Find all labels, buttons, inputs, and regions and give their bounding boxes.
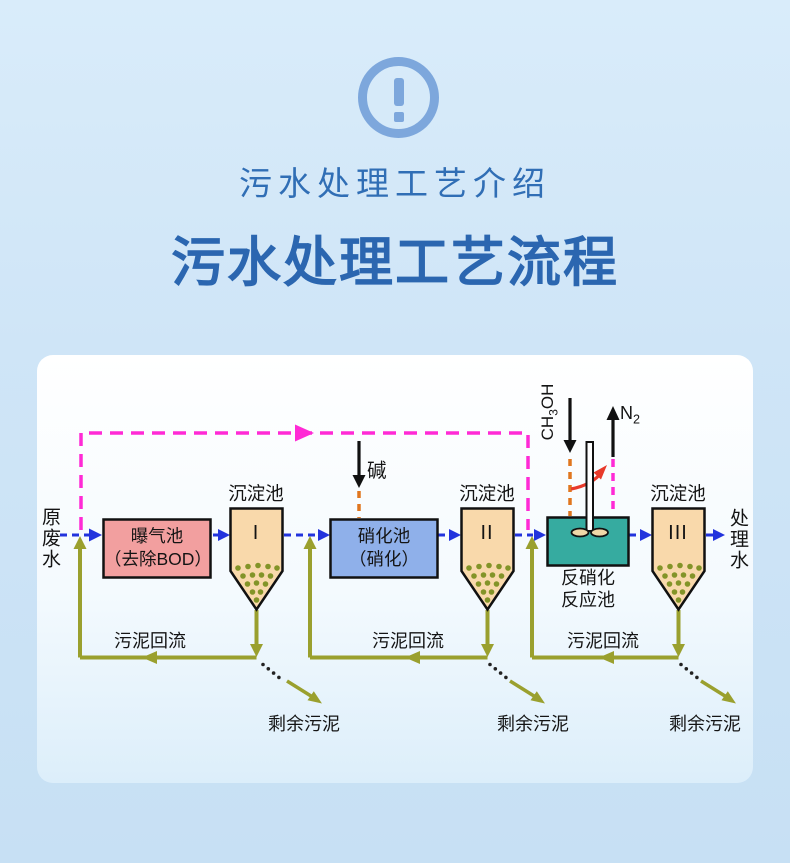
exclamation-circle-icon	[358, 57, 439, 138]
aeration-tank-label: 曝气池 （去除BOD）	[104, 525, 212, 570]
excess-sludge-2-label: 剩余污泥	[497, 714, 569, 734]
methanol-label-sub: 3	[546, 409, 561, 416]
denitrification-tank-label: 反硝化 反应池	[545, 568, 631, 611]
page-subtitle: 污水处理工艺介绍	[239, 165, 551, 202]
clarifier-1-numeral: I	[252, 522, 260, 544]
aeration-tank-label-line1: 曝气池	[130, 526, 184, 546]
denitrification-tank-label-line1: 反硝化	[561, 568, 615, 588]
alkali-label: 碱	[367, 460, 387, 482]
effluent-label: 处理水	[727, 508, 748, 571]
nitrogen-label-pre: N	[620, 403, 633, 423]
sludge-return-3-label: 污泥回流	[567, 631, 639, 651]
methanol-label-pre: CH	[538, 415, 557, 441]
nitrogen-label-sub: 2	[633, 412, 641, 427]
methanol-label: CH3OH	[538, 379, 560, 445]
sludge-return-1-label: 污泥回流	[114, 631, 186, 651]
clarifier-3-numeral: III	[668, 522, 688, 544]
exclamation-dot	[393, 112, 404, 122]
clarifier-2-label: 沉淀池	[459, 483, 515, 504]
aeration-tank-label-line2: （去除BOD）	[104, 548, 212, 569]
clarifier-3-label: 沉淀池	[650, 483, 706, 504]
page-title: 污水处理工艺流程	[171, 233, 619, 293]
clarifier-1-label: 沉淀池	[228, 483, 284, 504]
nitrification-tank-label: 硝化池 （硝化）	[331, 525, 437, 570]
influent-label: 原废水	[39, 507, 60, 570]
exclamation-bar	[393, 78, 404, 106]
excess-sludge-3-label: 剩余污泥	[669, 714, 741, 734]
nitrification-tank-label-line1: 硝化池	[357, 526, 411, 546]
sludge-return-2-label: 污泥回流	[372, 631, 444, 651]
methanol-label-post: OH	[538, 383, 557, 410]
excess-sludge-1-label: 剩余污泥	[268, 714, 340, 734]
nitrification-tank-label-line2: （硝化）	[349, 548, 419, 569]
denitrification-tank-label-line2: 反应池	[561, 589, 615, 610]
clarifier-2-numeral: II	[480, 522, 494, 544]
nitrogen-label: N2	[620, 403, 640, 427]
